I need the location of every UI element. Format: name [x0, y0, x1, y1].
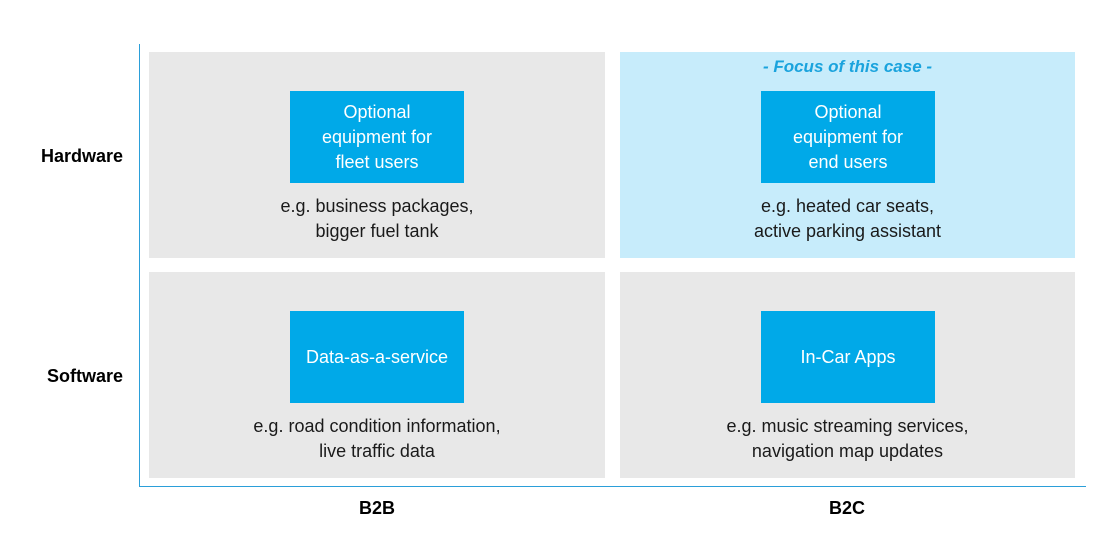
cell-software-b2c: In-Car Apps e.g. music streaming service…	[620, 272, 1075, 478]
example-text: e.g. music streaming services, navigatio…	[620, 414, 1075, 464]
row-label-software: Software	[46, 366, 123, 386]
category-box: Optional equipment for fleet users	[290, 91, 464, 183]
example-text: e.g. road condition information, live tr…	[149, 414, 605, 464]
cell-hardware-b2c: - Focus of this case - Optional equipmen…	[620, 52, 1075, 258]
example-line: e.g. music streaming services,	[726, 416, 969, 436]
category-box: Optional equipment for end users	[761, 91, 935, 183]
row-label-hardware: Hardware	[40, 146, 123, 166]
box-line: Optional	[814, 101, 882, 122]
box-line: fleet users	[335, 151, 419, 172]
box-line: equipment for	[792, 126, 904, 147]
focus-note: - Focus of this case -	[762, 57, 933, 76]
cell-software-b2b: Data-as-a-service e.g. road condition in…	[149, 272, 605, 478]
example-text: e.g. business packages, bigger fuel tank	[149, 194, 605, 244]
box-line: equipment for	[321, 126, 433, 147]
example-line: live traffic data	[319, 441, 435, 461]
example-line: e.g. heated car seats,	[760, 196, 935, 216]
column-label-b2c: B2C	[828, 498, 865, 518]
example-line: bigger fuel tank	[315, 221, 439, 241]
example-line: e.g. business packages,	[280, 196, 474, 216]
category-box: In-Car Apps	[761, 311, 935, 403]
box-line: end users	[808, 151, 888, 172]
example-line: navigation map updates	[751, 441, 944, 461]
example-line: active parking assistant	[753, 221, 942, 241]
example-line: e.g. road condition information,	[253, 416, 501, 436]
box-line: Optional	[343, 101, 411, 122]
column-label-b2b: B2B	[358, 498, 395, 518]
example-text: e.g. heated car seats, active parking as…	[620, 194, 1075, 244]
box-line: In-Car Apps	[800, 346, 896, 367]
category-box: Data-as-a-service	[290, 311, 464, 403]
vertical-axis-line	[139, 44, 140, 487]
horizontal-axis-line	[139, 486, 1086, 487]
cell-hardware-b2b: Optional equipment for fleet users e.g. …	[149, 52, 605, 258]
box-line: Data-as-a-service	[305, 346, 449, 367]
